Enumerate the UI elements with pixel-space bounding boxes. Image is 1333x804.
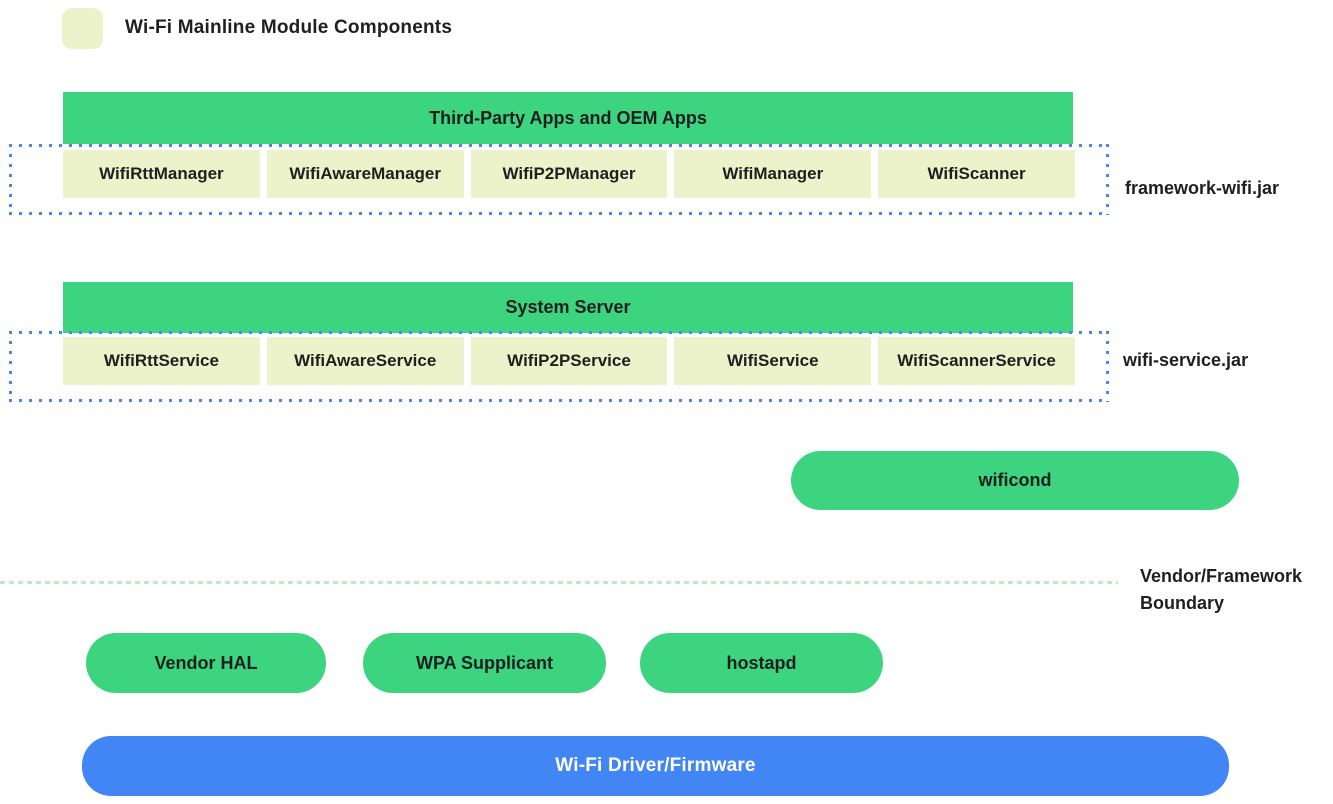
wifi-service-module-row: WifiRttService WifiAwareService WifiP2PS…	[63, 337, 1075, 385]
module-box-wifip2pservice: WifiP2PService	[470, 337, 668, 385]
framework-wifi-jar-label: framework-wifi.jar	[1125, 178, 1280, 198]
module-box-wifirttservice: WifiRttService	[63, 337, 260, 385]
module-box-wifirttmanager: WifiRttManager	[63, 150, 260, 198]
third-party-apps-bar: Third-Party Apps and OEM Apps	[63, 92, 1073, 144]
vendor-framework-boundary-label: Vendor/Framework Boundary	[1140, 566, 1303, 613]
framework-wifi-module-row: WifiRttManager WifiAwareManager WifiP2PM…	[63, 150, 1075, 198]
legend-label: Wi-Fi Mainline Module Components	[125, 17, 453, 38]
module-box-wifip2pmanager: WifiP2PManager	[470, 150, 668, 198]
vendor-hal-pill: Vendor HAL	[86, 633, 326, 693]
module-box-wifiawareservice: WifiAwareService	[266, 337, 464, 385]
wificond-pill: wificond	[791, 451, 1239, 510]
wifi-driver-firmware-bar: Wi-Fi Driver/Firmware	[82, 736, 1229, 796]
module-box-wifiservice: WifiService	[674, 337, 872, 385]
system-server-bar: System Server	[63, 282, 1073, 333]
wpa-supplicant-pill: WPA Supplicant	[363, 633, 606, 693]
module-box-wifiawaremanager: WifiAwareManager	[266, 150, 464, 198]
hostapd-pill: hostapd	[640, 633, 883, 693]
vendor-framework-boundary-line	[0, 581, 1118, 584]
module-box-wifiscanner: WifiScanner	[878, 150, 1075, 198]
module-box-wifimanager: WifiManager	[674, 150, 872, 198]
module-box-wifiscannerservice: WifiScannerService	[878, 337, 1075, 385]
mainline-module-legend-swatch	[62, 8, 103, 49]
wifi-service-jar-label: wifi-service.jar	[1123, 350, 1249, 370]
